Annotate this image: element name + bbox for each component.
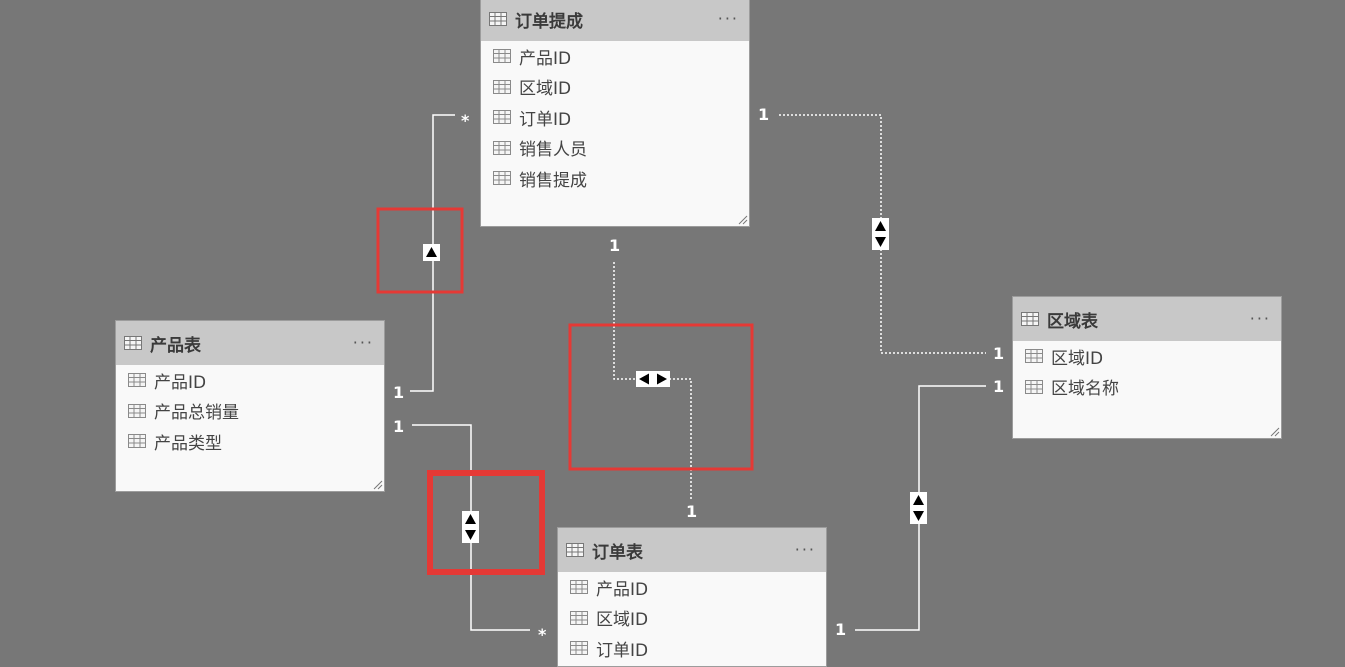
- field-label: 产品类型: [154, 433, 222, 454]
- cardinality-label: *: [461, 111, 470, 130]
- field-row[interactable]: 产品ID: [481, 41, 749, 72]
- table-card-header[interactable]: 订单表 ···: [558, 528, 826, 572]
- cardinality-label: 1: [993, 377, 1004, 396]
- table-card-region[interactable]: 区域表 ··· 区域ID 区域名称: [1012, 296, 1282, 439]
- field-label: 区域ID: [519, 79, 572, 100]
- field-row[interactable]: 区域ID: [481, 72, 749, 103]
- cardinality-label: 1: [993, 344, 1004, 363]
- table-title: 区域表: [1047, 311, 1098, 332]
- cardinality-label: 1: [758, 105, 769, 124]
- bidirectional-arrow-icon[interactable]: [462, 511, 479, 543]
- field-label: 订单ID: [519, 109, 572, 130]
- cardinality-label: 1: [609, 236, 620, 255]
- column-icon: [128, 403, 146, 418]
- highlight-box: [568, 323, 754, 471]
- column-icon: [570, 580, 588, 595]
- field-label: 区域ID: [1051, 348, 1104, 369]
- more-options-icon[interactable]: ···: [352, 333, 374, 352]
- more-options-icon[interactable]: ···: [717, 9, 739, 28]
- table-card-header[interactable]: 区域表 ···: [1013, 297, 1281, 341]
- column-icon: [493, 79, 511, 94]
- cardinality-label: 1: [393, 417, 404, 436]
- table-icon: [124, 336, 142, 350]
- field-label: 销售提成: [519, 170, 587, 191]
- table-icon: [566, 543, 584, 557]
- column-icon: [1025, 379, 1043, 394]
- cardinality-label: 1: [393, 383, 404, 402]
- field-label: 销售人员: [519, 140, 587, 161]
- field-row[interactable]: 产品ID: [558, 572, 826, 603]
- bidirectional-arrow-icon[interactable]: [872, 218, 889, 250]
- field-row[interactable]: 产品ID: [116, 365, 384, 396]
- field-row[interactable]: 销售提成: [481, 163, 749, 194]
- field-row[interactable]: 订单ID: [558, 633, 826, 664]
- field-row[interactable]: 产品总销量: [116, 396, 384, 427]
- field-row[interactable]: 区域ID: [1013, 341, 1281, 372]
- more-options-icon[interactable]: ···: [1249, 309, 1271, 328]
- field-label: 区域ID: [596, 610, 649, 631]
- single-arrow-up-icon[interactable]: [423, 244, 440, 261]
- field-row[interactable]: 订单ID: [481, 102, 749, 133]
- field-label: 产品ID: [596, 579, 649, 600]
- column-icon: [570, 610, 588, 625]
- table-card-orders[interactable]: 订单表 ··· 产品ID 区域ID 订单ID: [557, 527, 827, 667]
- cardinality-label: 1: [686, 502, 697, 521]
- resize-handle-icon[interactable]: [373, 480, 383, 490]
- highlight-box: [427, 470, 545, 575]
- table-card-commission[interactable]: 订单提成 ··· 产品ID 区域ID 订单ID 销售人员 销售提成: [480, 0, 750, 227]
- field-label: 产品总销量: [154, 403, 239, 424]
- table-title: 订单提成: [515, 11, 583, 32]
- resize-handle-icon[interactable]: [1270, 427, 1280, 437]
- table-card-header[interactable]: 产品表 ···: [116, 321, 384, 365]
- field-label: 产品ID: [154, 372, 207, 393]
- cardinality-label: *: [538, 625, 547, 644]
- table-icon: [489, 12, 507, 26]
- field-row[interactable]: 销售人员: [481, 133, 749, 164]
- field-label: 区域名称: [1051, 379, 1119, 400]
- cardinality-label: 1: [835, 620, 846, 639]
- column-icon: [1025, 349, 1043, 364]
- field-label: 订单ID: [596, 640, 649, 661]
- column-icon: [493, 140, 511, 155]
- field-label: 产品ID: [519, 48, 572, 69]
- highlight-box: [376, 207, 464, 294]
- table-title: 订单表: [592, 542, 643, 563]
- field-row[interactable]: 产品类型: [116, 426, 384, 457]
- resize-handle-icon[interactable]: [738, 215, 748, 225]
- column-icon: [570, 641, 588, 656]
- field-row[interactable]: 区域ID: [558, 603, 826, 634]
- column-icon: [493, 110, 511, 125]
- column-icon: [493, 171, 511, 186]
- field-row[interactable]: 区域名称: [1013, 372, 1281, 403]
- column-icon: [128, 373, 146, 388]
- column-icon: [128, 434, 146, 449]
- table-card-product[interactable]: 产品表 ··· 产品ID 产品总销量 产品类型: [115, 320, 385, 492]
- table-title: 产品表: [150, 335, 201, 356]
- more-options-icon[interactable]: ···: [794, 540, 816, 559]
- bidirectional-arrow-icon[interactable]: [910, 492, 927, 524]
- bidirectional-arrow-icon[interactable]: [636, 371, 670, 387]
- table-card-header[interactable]: 订单提成 ···: [481, 0, 749, 41]
- table-icon: [1021, 312, 1039, 326]
- column-icon: [493, 49, 511, 64]
